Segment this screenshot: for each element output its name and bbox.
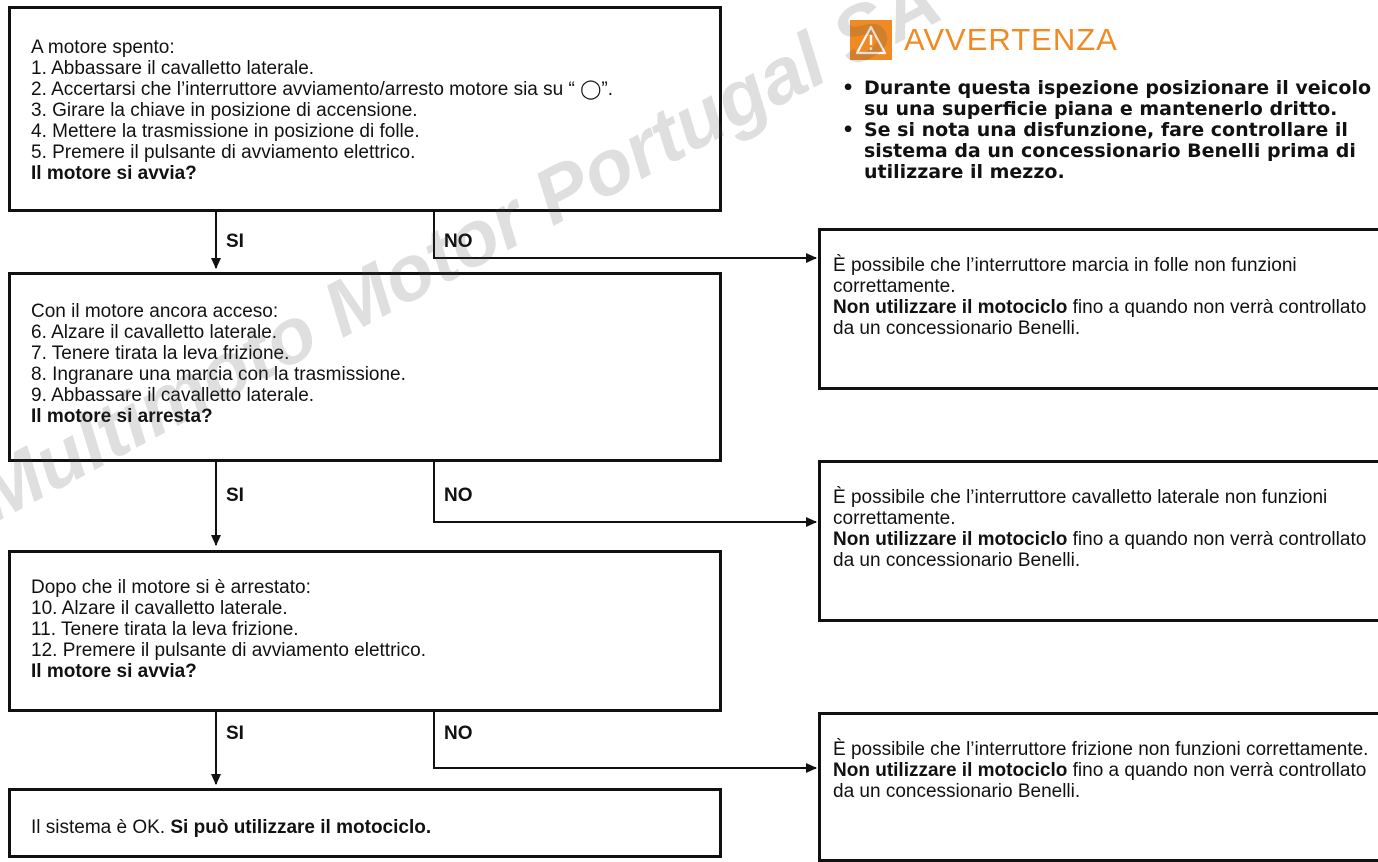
result-warning-bold: Non utilizzare il motociclo	[833, 297, 1068, 318]
step-line: 6. Alzare il cavalletto laterale.	[31, 322, 278, 343]
step-line: 1. Abbassare il cavalletto laterale.	[31, 58, 315, 79]
result-rest: fino a quando non verrà controllato da u…	[833, 297, 1367, 339]
warning-header: AVVERTENZA	[850, 20, 1118, 60]
question: Il motore si avvia?	[31, 163, 197, 184]
step-box-2-text: Con il motore ancora acceso: 6. Alzare i…	[31, 301, 709, 427]
result-box-2-text: È possibile che l’interruttore cavallett…	[833, 487, 1377, 571]
result-text: È possibile che l’interruttore cavallett…	[833, 487, 1328, 529]
warning-item: Durante questa ispezione posizionare il …	[842, 78, 1372, 120]
result-rest: fino a quando non verrà controllato da u…	[833, 529, 1367, 571]
step-line: Con il motore ancora acceso:	[31, 301, 279, 322]
step-line: 5. Premere il pulsante di avviamento ele…	[31, 142, 416, 163]
step-box-4-text: Il sistema è OK. Si può utilizzare il mo…	[31, 817, 709, 838]
step-line: Dopo che il motore si è arrestato:	[31, 577, 311, 598]
no-label-3: NO	[444, 723, 473, 744]
step-line: 9. Abbassare il cavalletto laterale.	[31, 385, 315, 406]
result-rest: fino a quando non verrà controllato da u…	[833, 760, 1367, 802]
no-arrow-2	[433, 462, 817, 527]
no-arrow-3	[433, 712, 817, 773]
yes-label-3: SI	[226, 723, 244, 744]
step-line: A motore spento:	[31, 37, 175, 58]
warning-title: AVVERTENZA	[904, 22, 1118, 57]
step-box-4: Il sistema è OK. Si può utilizzare il mo…	[8, 788, 722, 858]
step-line: 3. Girare la chiave in posizione di acce…	[31, 100, 418, 121]
warning-item: Se si nota una disfunzione, fare control…	[842, 120, 1372, 183]
question: Il motore si avvia?	[31, 661, 197, 682]
step-box-2: Con il motore ancora acceso: 6. Alzare i…	[8, 272, 722, 462]
step-line: 2. Accertarsi che l’interruttore avviame…	[31, 79, 613, 100]
yes-label-1: SI	[226, 231, 244, 252]
result-warning-bold: Non utilizzare il motociclo	[833, 529, 1068, 550]
step-line: 7. Tenere tirata la leva frizione.	[31, 343, 290, 364]
no-arrow-1	[433, 212, 817, 263]
question: Il motore si arresta?	[31, 406, 213, 427]
result-box-1: È possibile che l’interruttore marcia in…	[818, 228, 1378, 390]
result-box-1-text: È possibile che l’interruttore marcia in…	[833, 255, 1377, 339]
result-warning-bold: Non utilizzare il motociclo	[833, 760, 1068, 781]
result-box-3-text: È possibile che l’interruttore frizione …	[833, 739, 1377, 802]
step-box-3: Dopo che il motore si è arrestato: 10. A…	[8, 550, 722, 712]
step-line: 12. Premere il pulsante di avviamento el…	[31, 640, 426, 661]
step-line: 8. Ingranare una marcia con la trasmissi…	[31, 364, 406, 385]
step-line: 10. Alzare il cavalletto laterale.	[31, 598, 288, 619]
system-ok-bold: Si può utilizzare il motociclo.	[170, 817, 432, 838]
step-box-3-text: Dopo che il motore si è arrestato: 10. A…	[31, 577, 709, 682]
yes-label-2: SI	[226, 485, 244, 506]
result-text: È possibile che l’interruttore marcia in…	[833, 255, 1297, 297]
step-line: 4. Mettere la trasmissione in posizione …	[31, 121, 420, 142]
system-ok-text: Il sistema è OK.	[31, 817, 171, 838]
step-line: 11. Tenere tirata la leva frizione.	[31, 619, 299, 640]
result-box-3: È possibile che l’interruttore frizione …	[818, 712, 1378, 862]
warning-list: Durante questa ispezione posizionare il …	[842, 78, 1372, 183]
no-label-1: NO	[444, 231, 473, 252]
warning-triangle-icon	[850, 20, 892, 60]
no-label-2: NO	[444, 485, 473, 506]
step-box-1-text: A motore spento: 1. Abbassare il cavalle…	[31, 37, 709, 184]
result-box-2: È possibile che l’interruttore cavallett…	[818, 460, 1378, 622]
result-text: È possibile che l’interruttore frizione …	[833, 739, 1369, 760]
step-box-1: A motore spento: 1. Abbassare il cavalle…	[8, 6, 722, 212]
